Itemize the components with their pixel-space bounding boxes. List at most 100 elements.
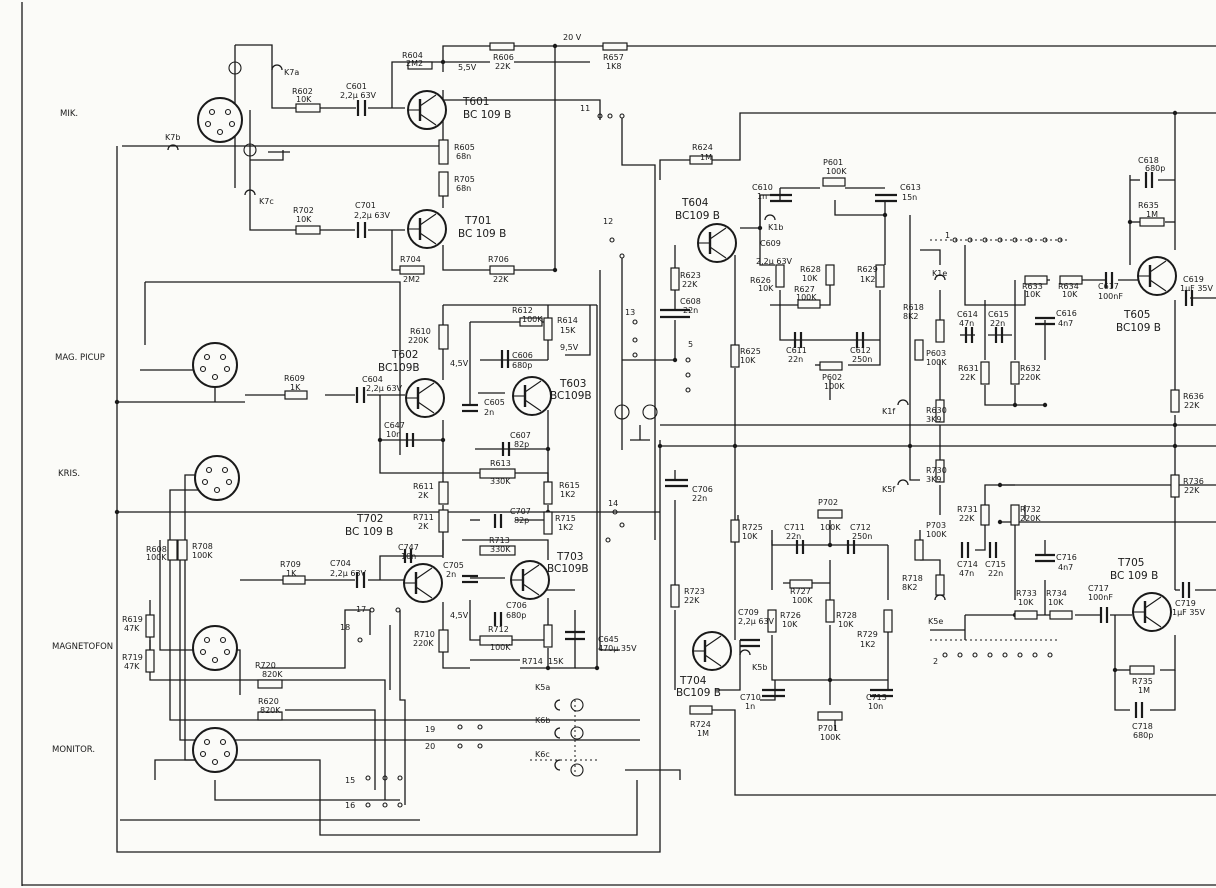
- r636-val: 22K: [1184, 401, 1200, 410]
- t602-type: BC109B: [378, 362, 420, 374]
- r709-ref: R709: [280, 560, 301, 569]
- rail-voltage: 20 V: [563, 33, 582, 42]
- r608-val: 100K: [146, 553, 167, 562]
- k6c-label: K6c: [535, 750, 550, 759]
- r610-ref: R610: [410, 327, 431, 336]
- c707-ref: C707: [510, 507, 531, 516]
- c705-val: 2n: [446, 570, 456, 579]
- r727-ref: R727: [790, 587, 811, 596]
- r629-val: 1K2: [860, 275, 875, 284]
- r725-val: 10K: [742, 532, 758, 541]
- k1f-label: K1f: [882, 407, 895, 416]
- t701-type: BC 109 B: [458, 228, 506, 240]
- t704-type: BC109 B: [676, 687, 721, 699]
- k1e-label: K1e: [932, 269, 947, 278]
- r733-val: 10K: [1018, 598, 1034, 607]
- r611-val: 2K: [418, 491, 429, 500]
- p702-val: 100K: [820, 523, 841, 532]
- r725-ref: R725: [742, 523, 763, 532]
- p602-val: 100K: [824, 382, 845, 391]
- voltage-labels: 20 V 5,5V 4,5V 9,5V 4,5V: [450, 33, 582, 620]
- c606-val: 680p: [512, 361, 532, 370]
- r611-ref: R611: [413, 482, 434, 491]
- r634-val: 10K: [1062, 290, 1078, 299]
- transistor-labels: T601 BC 109 B T701 BC 109 B T602 BC109B …: [345, 96, 1161, 699]
- r612-ref: R612: [512, 306, 533, 315]
- c709-ref: C709: [738, 608, 759, 617]
- k5a-label: K5a: [535, 683, 550, 692]
- c712-val: 250n: [852, 532, 872, 541]
- r733-ref: R733: [1016, 589, 1037, 598]
- r625-val: 10K: [740, 356, 756, 365]
- c608-ref: C608: [680, 297, 701, 306]
- r702-ref: R702: [293, 206, 314, 215]
- r618-val: 8K2: [903, 312, 918, 321]
- r734-val: 10K: [1048, 598, 1064, 607]
- k7c-label: K7c: [259, 197, 274, 206]
- r731-val: 22K: [959, 514, 975, 523]
- c610-ref: C610: [752, 183, 773, 192]
- r706-val: 22K: [493, 275, 509, 284]
- p603-ref: P603: [926, 349, 946, 358]
- c716-ref: C716: [1056, 553, 1077, 562]
- t703-voltage: 4,5V: [450, 611, 469, 620]
- c712-ref: C712: [850, 523, 871, 532]
- r609-val: 1K: [290, 383, 301, 392]
- r736-val: 22K: [1184, 486, 1200, 495]
- r728-val: 10K: [838, 620, 854, 629]
- switch-2: 2: [933, 657, 938, 666]
- r730-ref: R730: [926, 466, 947, 475]
- c613-val: 15n: [902, 193, 917, 202]
- capacitors: [355, 100, 1194, 718]
- r730-val: 3K9: [926, 475, 941, 484]
- r719-ref: R719: [122, 653, 143, 662]
- r634-ref: R634: [1058, 282, 1079, 291]
- r657-ref: R657: [603, 53, 624, 62]
- t601-name: T601: [462, 96, 489, 108]
- c601-val: 2,2µ 63V: [340, 91, 377, 100]
- c718-ref: C718: [1132, 722, 1153, 731]
- r624-ref: R624: [692, 143, 713, 152]
- r618-ref: R618: [903, 303, 924, 312]
- r726-val: 10K: [782, 620, 798, 629]
- r623-val: 22K: [682, 280, 698, 289]
- t603-name: T603: [559, 378, 586, 390]
- c601-ref: C601: [346, 82, 367, 91]
- k1b-label: K1b: [768, 223, 783, 232]
- c706b-ref: C706: [692, 485, 713, 494]
- r610-val: 220K: [408, 336, 429, 345]
- switch-15: 15: [345, 776, 355, 785]
- r735-ref: R735: [1132, 677, 1153, 686]
- r734-ref: R734: [1046, 589, 1067, 598]
- switch-14: 14: [608, 499, 618, 508]
- r628-val: 10K: [802, 274, 818, 283]
- r613-val: 330K: [490, 477, 511, 486]
- t701-name: T701: [464, 215, 491, 227]
- r612-val: 100K: [522, 315, 543, 324]
- resistors: [145, 42, 1180, 721]
- r720-val: 820K: [262, 670, 283, 679]
- r624-val: 1M: [700, 153, 712, 162]
- r719-val: 47K: [124, 662, 140, 671]
- t605-type: BC109 B: [1116, 322, 1161, 334]
- k7a-label: K7a: [284, 68, 299, 77]
- c719-ref: C719: [1175, 599, 1196, 608]
- p601-ref: P601: [823, 158, 843, 167]
- c715-val: 22n: [988, 569, 1003, 578]
- r735-val: 1M: [1138, 686, 1150, 695]
- c616-val: 4n7: [1058, 319, 1073, 328]
- k7b-label: K7b: [165, 133, 180, 142]
- r708-ref: R708: [192, 542, 213, 551]
- k5f-label: K5f: [882, 485, 895, 494]
- c704-val: 2,2µ 63V: [330, 569, 367, 578]
- r625-ref: R625: [740, 347, 761, 356]
- r623-ref: R623: [680, 271, 701, 280]
- r615-ref: R615: [559, 481, 580, 490]
- c704-ref: C704: [330, 559, 351, 568]
- switch-5: 5: [688, 340, 693, 349]
- c612-val: 250n: [852, 355, 872, 364]
- r731-ref: R731: [957, 505, 978, 514]
- r630-val: 3K9: [926, 415, 941, 424]
- c608-val: 22n: [683, 306, 698, 315]
